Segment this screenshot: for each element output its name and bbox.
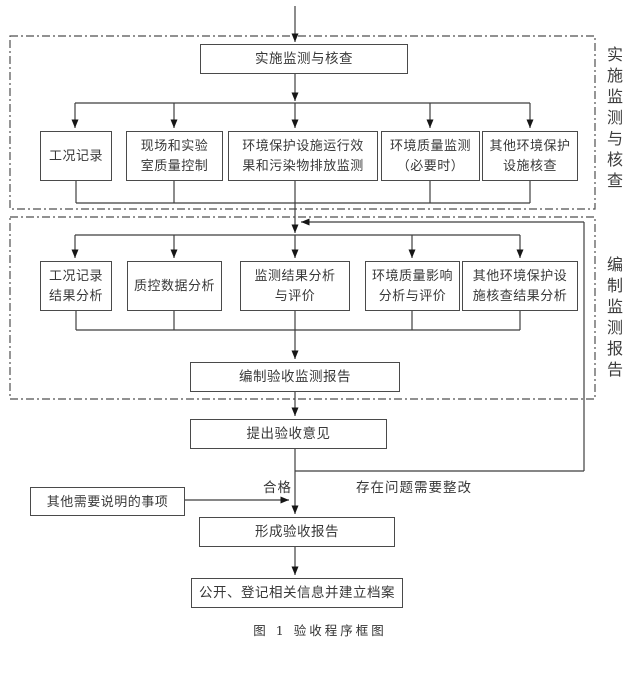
node-qc-data-analysis: 质控数据分析 xyxy=(127,261,222,311)
node-env-quality-monitoring: 环境质量监测 （必要时） xyxy=(381,131,480,181)
node-publish-archive: 公开、登记相关信息并建立档案 xyxy=(191,578,403,608)
node-facility-operation-monitoring: 环境保护设施运行效 果和污染物排放监测 xyxy=(228,131,378,181)
section-label-monitoring: 实施监测与核查 xyxy=(604,46,621,193)
figure-caption: 图 1 验收程序框图 xyxy=(253,623,387,638)
branch-label-pass: 合格 xyxy=(263,480,292,495)
node-propose-opinion: 提出验收意见 xyxy=(190,419,387,449)
connector-lines xyxy=(71,6,585,575)
node-condition-record: 工况记录 xyxy=(40,131,112,181)
node-site-lab-qc: 现场和实验 室质量控制 xyxy=(126,131,223,181)
branch-label-rectify: 存在问题需要整改 xyxy=(356,480,472,495)
node-implement-monitoring: 实施监测与核查 xyxy=(200,44,408,74)
node-other-facility-check: 其他环境保护 设施核查 xyxy=(482,131,578,181)
node-other-facility-check-analysis: 其他环境保护设 施核查结果分析 xyxy=(462,261,578,311)
section-frame-monitoring xyxy=(9,35,596,210)
section-label-reporting: 编制监测报告 xyxy=(604,256,621,382)
node-compile-report: 编制验收监测报告 xyxy=(190,362,400,392)
node-monitoring-result-analysis: 监测结果分析 与评价 xyxy=(240,261,350,311)
node-other-matters: 其他需要说明的事项 xyxy=(30,487,185,516)
node-env-quality-impact-analysis: 环境质量影响 分析与评价 xyxy=(365,261,460,311)
node-condition-record-analysis: 工况记录 结果分析 xyxy=(40,261,112,311)
node-form-report: 形成验收报告 xyxy=(199,517,395,547)
section-frame-reporting xyxy=(9,216,596,400)
